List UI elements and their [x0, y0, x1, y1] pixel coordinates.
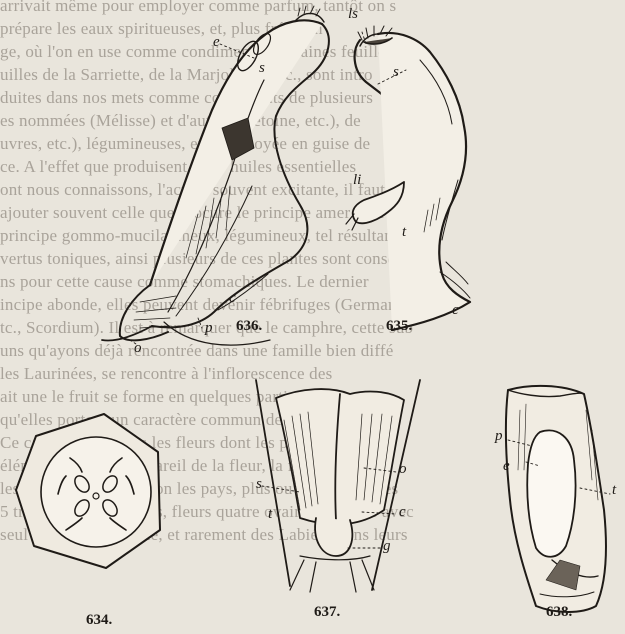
figure-638-fruit-section	[506, 386, 610, 612]
label-ls: ls	[348, 6, 358, 23]
label-t: t	[612, 482, 616, 499]
figure-number-636: 636.	[236, 318, 262, 335]
label-g: g	[383, 538, 391, 555]
figure-635-corolla	[346, 26, 470, 330]
label-c: c	[229, 290, 236, 307]
figure-637-calyx	[256, 380, 420, 592]
label-s: s	[393, 64, 399, 81]
figure-number-637: 637.	[314, 604, 340, 621]
label-s: s	[259, 60, 265, 77]
label-p: p	[495, 428, 503, 445]
label-e: e	[503, 458, 510, 475]
label-p: p	[205, 320, 213, 337]
label-e: e	[213, 34, 220, 51]
figure-634-floral-diagram	[16, 414, 160, 568]
figure-number-634: 634.	[86, 612, 112, 629]
figure-636-flower-section	[102, 6, 329, 345]
label-o: o	[399, 461, 407, 478]
figure-number-638: 638.	[546, 604, 572, 621]
label-t: t	[402, 224, 406, 241]
label-li: li	[353, 172, 361, 189]
label-s: s	[256, 476, 262, 493]
figure-number-635: 635.	[386, 318, 412, 335]
label-c: c	[452, 302, 459, 319]
label-t: t	[268, 506, 272, 523]
label-o: o	[134, 340, 142, 357]
label-c: c	[399, 504, 406, 521]
